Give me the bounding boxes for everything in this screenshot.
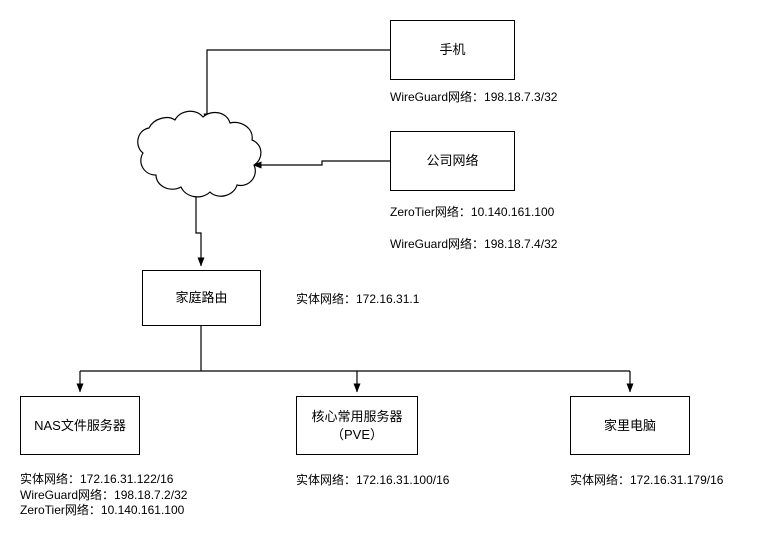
annotation-phone-network: WireGuard网络：198.18.7.3/32: [390, 90, 558, 104]
node-company-network-label: 公司网络: [426, 153, 479, 169]
node-core-server-pve-label: 核心常用服务器 （PVE）: [311, 408, 403, 442]
node-phone-label: 手机: [439, 42, 466, 58]
cloud-icon: [137, 110, 262, 198]
node-nas-file-server-label: NAS文件服务器: [34, 417, 126, 433]
node-home-pc[interactable]: 家里电脑: [570, 396, 690, 455]
annotation-company-wireguard-network: WireGuard网络：198.18.7.4/32: [390, 237, 558, 251]
edge-internet-to-router: [195, 193, 205, 267]
node-home-router-label: 家庭路由: [175, 290, 228, 306]
node-internet-cloud[interactable]: [130, 108, 266, 200]
annotation-nas-networks: 实体网络：172.16.31.122/16 WireGuard网络：198.18…: [20, 472, 188, 518]
node-core-server-pve[interactable]: 核心常用服务器 （PVE）: [296, 396, 418, 455]
edge-company-to-internet: [252, 160, 390, 169]
annotation-homepc-network: 实体网络：172.16.31.179/16: [570, 473, 724, 487]
node-phone[interactable]: 手机: [390, 20, 515, 80]
annotation-router-network: 实体网络：172.16.31.1: [296, 292, 420, 306]
node-home-router[interactable]: 家庭路由: [142, 270, 261, 326]
node-company-network[interactable]: 公司网络: [390, 131, 515, 191]
annotation-company-zerotier-network: ZeroTier网络：10.140.161.100: [390, 205, 555, 219]
node-home-pc-label: 家里电脑: [603, 417, 656, 433]
annotation-pve-network: 实体网络：172.16.31.100/16: [296, 473, 450, 487]
node-nas-file-server[interactable]: NAS文件服务器: [20, 396, 140, 455]
